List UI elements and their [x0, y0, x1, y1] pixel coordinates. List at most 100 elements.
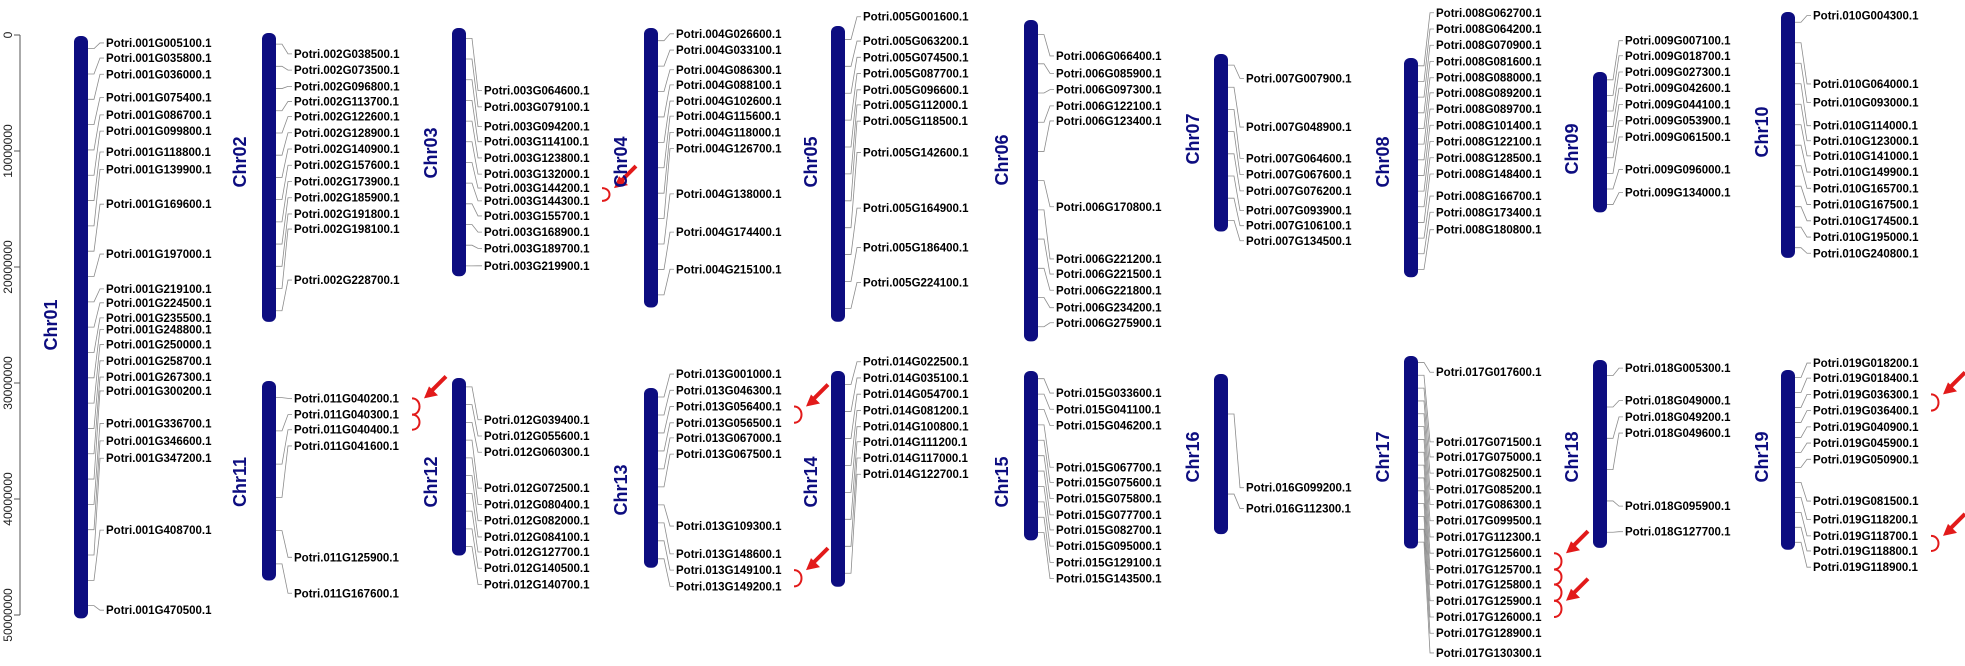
chromosome-label: Chr17 [1373, 431, 1393, 482]
gene-label: Potri.003G219900.1 [484, 261, 590, 273]
gene-label: Potri.013G056400.1 [676, 402, 782, 414]
gene-label: Potri.007G064600.1 [1246, 153, 1352, 165]
gene-label: Potri.007G007900.1 [1246, 73, 1352, 85]
gene-label: Potri.019G040900.1 [1813, 422, 1919, 434]
gene-leader-line [1038, 456, 1054, 499]
gene-leader-line [276, 101, 292, 110]
gene-label: Potri.008G089200.1 [1436, 88, 1542, 100]
tandem-arrow-icon [424, 376, 446, 398]
gene-leader-line [658, 269, 674, 295]
gene-leader-line [1228, 109, 1244, 158]
gene-leader-line [1795, 512, 1811, 536]
chromosome-chr18: Chr18Potri.018G005300.1Potri.018G049000.… [1562, 360, 1731, 548]
gene-label: Potri.017G130300.1 [1436, 648, 1542, 660]
gene-label: Potri.019G036400.1 [1813, 406, 1919, 418]
gene-label: Potri.004G033100.1 [676, 45, 782, 57]
gene-label: Potri.009G018700.1 [1625, 51, 1731, 63]
gene-leader-line [276, 564, 292, 593]
gene-label: Potri.013G067500.1 [676, 449, 782, 461]
gene-label: Potri.010G174500.1 [1813, 216, 1919, 228]
gene-label: Potri.004G174400.1 [676, 227, 782, 239]
gene-leader-line [1228, 176, 1244, 211]
gene-leader-line [466, 476, 482, 521]
gene-label: Potri.008G070900.1 [1436, 40, 1542, 52]
gene-leader-line [1038, 239, 1054, 274]
gene-leader-line [1418, 142, 1434, 192]
chromosome-bar [1214, 374, 1228, 534]
gene-label: Potri.015G129100.1 [1056, 557, 1162, 569]
gene-label: Potri.001G336700.1 [106, 418, 212, 430]
gene-label: Potri.003G123800.1 [484, 153, 590, 165]
gene-leader-line [88, 289, 104, 302]
gene-label: Potri.013G148600.1 [676, 549, 782, 561]
gene-label: Potri.006G275900.1 [1056, 318, 1162, 330]
gene-leader-line [658, 50, 674, 66]
gene-label: Potri.001G346600.1 [106, 436, 212, 448]
gene-leader-line [1607, 193, 1623, 205]
chromosome-label: Chr13 [611, 464, 631, 515]
gene-leader-line [88, 318, 104, 353]
y-axis-tick-label: 20000000 [1, 240, 15, 294]
gene-label: Potri.003G168900.1 [484, 227, 590, 239]
gene-leader-line [1795, 527, 1811, 551]
gene-label: Potri.013G067000.1 [676, 433, 782, 445]
chromosome-chr11: Chr11Potri.011G040200.1Potri.011G040300.… [230, 376, 446, 600]
gene-label: Potri.002G038500.1 [294, 49, 400, 61]
gene-label: Potri.002G191800.1 [294, 209, 400, 221]
gene-leader-line [1795, 248, 1811, 254]
gene-label: Potri.007G067600.1 [1246, 170, 1352, 182]
gene-label: Potri.017G125700.1 [1436, 564, 1542, 576]
gene-label: Potri.014G117000.1 [863, 453, 968, 465]
gene-leader-line [466, 183, 482, 201]
gene-label: Potri.001G248800.1 [106, 324, 212, 336]
gene-label: Potri.015G095000.1 [1056, 541, 1162, 553]
gene-leader-line [1795, 542, 1811, 567]
y-axis-tick-label: 10000000 [1, 124, 15, 178]
gene-label: Potri.014G035100.1 [863, 373, 969, 385]
gene-label: Potri.006G221800.1 [1056, 285, 1162, 297]
gene-leader-line [1795, 363, 1811, 377]
gene-label: Potri.019G050900.1 [1813, 454, 1919, 466]
gene-label: Potri.019G018200.1 [1813, 358, 1919, 370]
chromosome-chr01: Chr01Potri.001G005100.1Potri.001G035800.… [41, 36, 212, 618]
gene-label: Potri.012G082000.1 [484, 516, 590, 528]
tandem-bracket [1931, 536, 1939, 551]
gene-leader-line [658, 232, 674, 269]
gene-leader-line [466, 529, 482, 568]
gene-leader-line [1418, 109, 1434, 160]
tandem-arrow-icon [806, 385, 828, 407]
gene-leader-line [88, 345, 104, 404]
gene-label: Potri.005G186400.1 [863, 243, 969, 255]
gene-label: Potri.001G267300.1 [106, 372, 212, 384]
chromosome-bar [1024, 20, 1038, 341]
gene-label: Potri.003G144300.1 [484, 196, 590, 208]
gene-label: Potri.009G042600.1 [1625, 83, 1731, 95]
chromosome-chr10: Chr10Potri.010G004300.1Potri.010G064000.… [1752, 10, 1919, 260]
tandem-bracket [794, 570, 802, 586]
gene-leader-line [845, 442, 861, 520]
gene-label: Potri.010G114000.1 [1813, 121, 1918, 133]
gene-leader-line [1607, 532, 1623, 533]
gene-label: Potri.008G148400.1 [1436, 169, 1542, 181]
gene-label: Potri.013G149100.1 [676, 565, 782, 577]
gene-leader-line [88, 423, 104, 504]
gene-label: Potri.010G167500.1 [1813, 200, 1919, 212]
chromosome-chr17: Chr17Potri.017G017600.1Potri.017G071500.… [1373, 356, 1588, 660]
chromosome-chr09: Chr09Potri.009G007100.1Potri.009G018700.… [1562, 36, 1731, 213]
gene-label: Potri.012G080400.1 [484, 499, 590, 511]
gene-label: Potri.003G094200.1 [484, 122, 590, 134]
gene-label: Potri.004G086300.1 [676, 65, 782, 77]
gene-label: Potri.018G127700.1 [1625, 527, 1731, 539]
gene-label: Potri.017G128900.1 [1436, 628, 1542, 640]
gene-leader-line [658, 34, 674, 41]
gene-leader-line [845, 152, 861, 227]
chromosome-bar [1593, 360, 1607, 548]
gene-label: Potri.003G114100.1 [484, 137, 589, 149]
gene-leader-line [1418, 230, 1434, 270]
gene-label: Potri.018G095900.1 [1625, 501, 1731, 513]
gene-leader-line [1038, 268, 1054, 290]
chromosome-label: Chr05 [801, 136, 821, 187]
gene-label: Potri.008G081600.1 [1436, 56, 1542, 68]
chromosome-label: Chr10 [1752, 106, 1772, 157]
